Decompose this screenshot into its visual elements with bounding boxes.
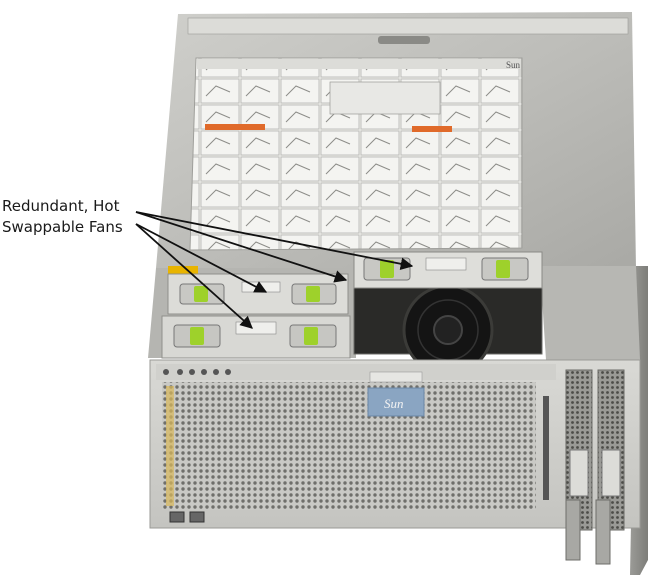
- drive-eject-handle[interactable]: [596, 500, 610, 564]
- drive-bay-1[interactable]: [566, 370, 592, 560]
- front-accent-stripe: [166, 386, 174, 506]
- front-mesh-grille: [162, 382, 536, 510]
- dvd-slot: [543, 396, 549, 500]
- fan-module-3[interactable]: [354, 252, 542, 374]
- top-cover-strip: [188, 18, 628, 34]
- top-brand-logo: Sun: [506, 60, 521, 70]
- service-label-header: [197, 59, 521, 69]
- fan-module-2[interactable]: [162, 316, 350, 358]
- front-brand-logo: Sun: [384, 396, 404, 411]
- fan-module-label: [426, 258, 466, 270]
- fan-module-label: [242, 282, 280, 292]
- fan-hub: [434, 316, 462, 344]
- fan-module-1[interactable]: [168, 274, 348, 314]
- top-cover-slot: [378, 36, 430, 44]
- fan-module-label: [236, 322, 276, 334]
- front-label-tab: [370, 372, 422, 382]
- chassis-top-right-shelf: [540, 266, 640, 360]
- label-diagram: [330, 82, 440, 114]
- warning-strip-2: [412, 126, 452, 132]
- drive-bay-2[interactable]: [596, 370, 624, 564]
- drive-eject-handle[interactable]: [566, 500, 580, 560]
- warning-strip: [205, 124, 265, 130]
